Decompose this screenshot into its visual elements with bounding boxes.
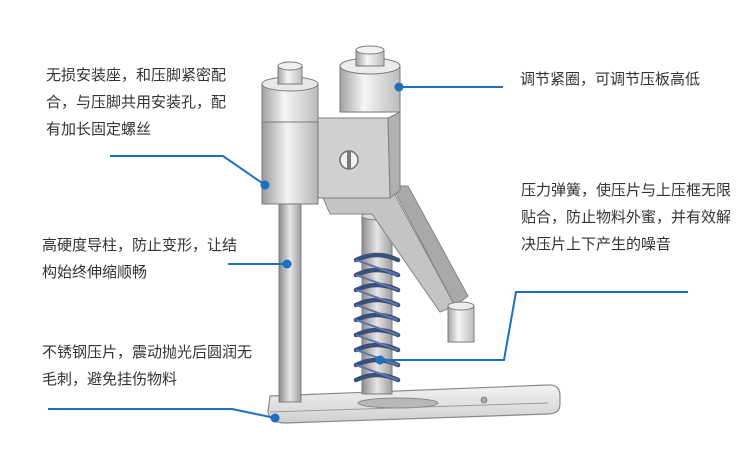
mount-block xyxy=(302,111,401,200)
mount-seat xyxy=(261,61,319,205)
leader-adjust-collar xyxy=(394,82,503,92)
press-plate xyxy=(267,384,561,424)
callout-guide-column: 高硬度导柱，防止变形，让结构始终伸缩顺畅 xyxy=(42,236,238,281)
slanted-arm xyxy=(317,185,475,343)
callout-adjust-collar: 调节紧圈，可调节压板高低 xyxy=(520,70,701,88)
callout-mount-seat: 无损安装座，和压脚紧密配合，与压脚共用安装孔，配有加长固定螺丝 xyxy=(46,66,227,138)
leader-guide-column xyxy=(228,259,292,269)
leader-mount-seat xyxy=(110,155,270,190)
pressure-spring xyxy=(353,211,401,395)
callout-press-plate: 不锈钢压片，震动抛光后圆润无毛刺，避免挂伤物料 xyxy=(42,343,253,388)
leader-press-plate xyxy=(48,408,280,423)
leader-pressure-spring xyxy=(375,291,688,365)
adjust-collar xyxy=(339,45,401,113)
callout-pressure-spring: 压力弹簧，使压片与上压框无限贴合，防止物料外蜜，并有效解决压片上下产生的噪音 xyxy=(521,181,732,253)
